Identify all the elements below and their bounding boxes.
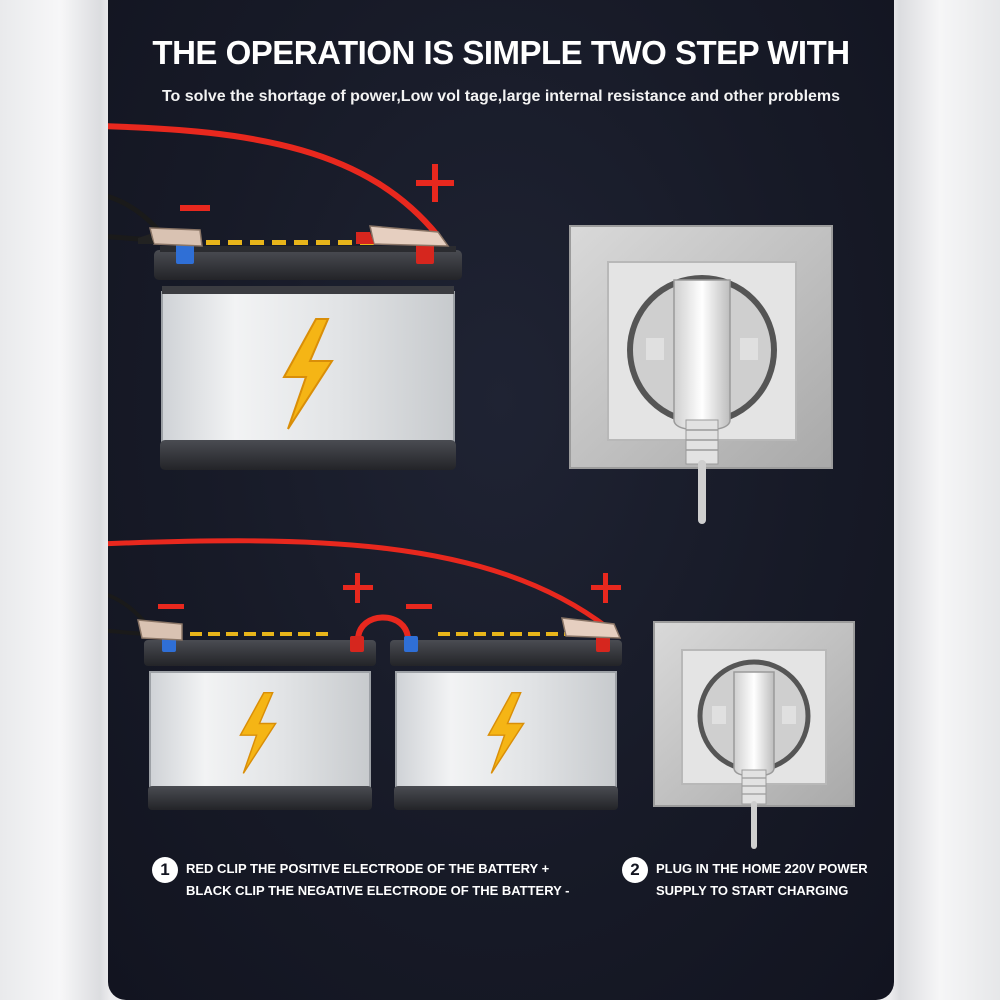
step-2-line-1: PLUG IN THE HOME 220V POWER <box>656 861 868 876</box>
instruction-panel: THE OPERATION IS SIMPLE TWO STEP WITH To… <box>108 0 894 1000</box>
step-2-line-2: SUPPLY TO START CHARGING <box>656 883 849 898</box>
page-title: THE OPERATION IS SIMPLE TWO STEP WITH <box>152 34 850 71</box>
power-plug-icon <box>733 671 775 849</box>
step-1-number: 1 <box>152 857 178 883</box>
battery-a <box>137 619 376 810</box>
positive-sign-icon <box>591 573 621 603</box>
red-alligator-clip-icon <box>356 225 450 247</box>
wiring-illustration <box>108 123 855 849</box>
battery-b <box>390 617 622 810</box>
red-alligator-clip-icon <box>561 617 622 639</box>
step-1-line-2: BLACK CLIP THE NEGATIVE ELECTRODE OF THE… <box>186 883 570 898</box>
wall-socket-bottom <box>653 621 855 849</box>
step-1-instruction: 1 RED CLIP THE POSITIVE ELECTRODE OF THE… <box>152 857 570 902</box>
positive-sign-icon <box>416 164 454 202</box>
step-2-number: 2 <box>622 857 648 883</box>
battery-pair <box>108 538 622 810</box>
black-alligator-clip-icon <box>138 227 203 247</box>
negative-sign-icon <box>406 604 432 609</box>
step-1-line-1: RED CLIP THE POSITIVE ELECTRODE OF THE B… <box>186 861 550 876</box>
negative-sign-icon <box>158 604 184 609</box>
negative-sign-icon <box>180 205 210 211</box>
black-alligator-clip-icon <box>137 619 183 641</box>
power-plug-icon <box>673 279 731 524</box>
battery-single <box>108 123 462 470</box>
page-subtitle: To solve the shortage of power,Low vol t… <box>161 88 841 105</box>
wall-socket-top <box>569 225 833 524</box>
step-2-instruction: 2 PLUG IN THE HOME 220V POWER SUPPLY TO … <box>622 857 868 902</box>
positive-sign-icon <box>343 573 373 603</box>
